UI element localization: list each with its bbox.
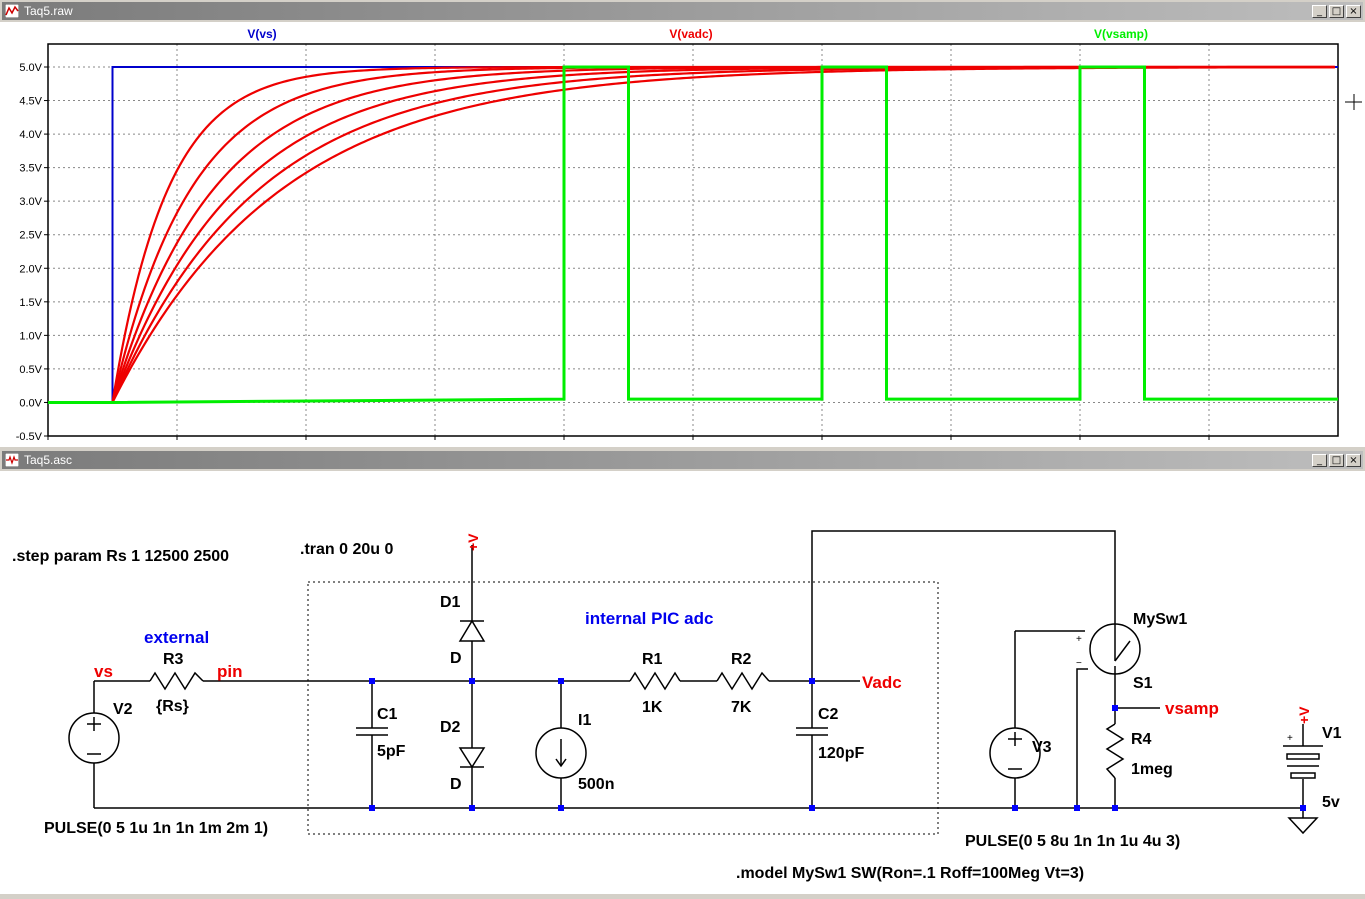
trace-vsamp — [48, 65, 1338, 404]
y-tick-label: 1.0V — [19, 330, 42, 342]
trace-vadc — [48, 65, 1335, 404]
minimize-button[interactable]: _ — [1312, 5, 1327, 18]
ground-symbol — [1287, 817, 1319, 835]
s1-name[interactable]: S1 — [1133, 675, 1153, 692]
close-button[interactable]: × — [1346, 454, 1361, 467]
y-tick-label: 3.0V — [19, 196, 42, 208]
maximize-button[interactable]: □ — [1329, 454, 1344, 467]
y-tick-label: 2.5V — [19, 230, 42, 242]
waveform-window-titlebar[interactable]: Taq5.raw _ □ × — [2, 2, 1363, 20]
trace-vadc — [48, 65, 1335, 404]
y-tick-label: -0.5V — [16, 431, 43, 443]
d2-name[interactable]: D2 — [440, 719, 461, 736]
r3-name[interactable]: R3 — [163, 651, 184, 668]
minimize-button[interactable]: _ — [1312, 454, 1327, 467]
switch-plus-mark: + — [1076, 634, 1082, 645]
waveform-chart[interactable]: -0.5V 0.0V 0.5V 1.0V 1.5V 2.0V 2.5V 3.0V 3.5V 4.0… — [0, 22, 1365, 461]
v3-name[interactable]: V3 — [1032, 739, 1052, 756]
schematic-drawing[interactable]: + − + +V +V — [0, 471, 1365, 894]
c1-name[interactable]: C1 — [377, 706, 398, 723]
r4-name[interactable]: R4 — [1131, 731, 1152, 748]
s1-model[interactable]: MySw1 — [1133, 611, 1187, 628]
schematic-window-title: Taq5.asc — [24, 453, 73, 467]
v1-value[interactable]: 5v — [1322, 794, 1340, 811]
r3-value[interactable]: {Rs} — [156, 698, 189, 715]
r1-name[interactable]: R1 — [642, 651, 663, 668]
legend-vvadc: V(vadc) — [669, 27, 712, 41]
model-directive[interactable]: .model MySw1 SW(Ron=.1 Roff=100Meg Vt=3) — [736, 865, 1084, 882]
schematic-canvas[interactable]: + − + +V +V — [0, 471, 1365, 894]
r4-value[interactable]: 1meg — [1131, 761, 1173, 778]
v2-name[interactable]: V2 — [113, 701, 133, 718]
internal-adc-comment[interactable]: internal PIC adc — [585, 609, 713, 628]
d1-name[interactable]: D1 — [440, 594, 461, 611]
resistor-r3-symbol — [149, 671, 204, 691]
schematic-app-icon — [5, 453, 19, 467]
c2-name[interactable]: C2 — [818, 706, 839, 723]
net-label-pin[interactable]: pin — [217, 662, 243, 681]
resistor-r1-symbol — [629, 671, 681, 691]
y-tick-label: 2.0V — [19, 263, 42, 275]
wires — [93, 530, 1304, 818]
supply-flag-v1: +V — [1296, 706, 1312, 724]
c2-value[interactable]: 120pF — [818, 745, 864, 762]
y-tick-label: 3.5V — [19, 163, 42, 175]
v3-value[interactable]: PULSE(0 5 8u 1n 1n 1u 4u 3) — [965, 833, 1180, 850]
y-tick-labels: -0.5V 0.0V 0.5V 1.0V 1.5V 2.0V 2.5V 3.0V 3.5V 4.0… — [16, 62, 43, 443]
d2-value[interactable]: D — [450, 776, 462, 793]
trace-vadc — [48, 66, 1335, 404]
resistor-r4-symbol — [1105, 723, 1125, 779]
y-tick-label: 5.0V — [19, 62, 42, 74]
external-comment[interactable]: external — [144, 628, 209, 647]
switch-minus-mark: − — [1076, 658, 1082, 669]
trace-vadc — [48, 65, 1335, 404]
v2-value[interactable]: PULSE(0 5 1u 1n 1n 1m 2m 1) — [44, 820, 268, 837]
c1-value[interactable]: 5pF — [377, 743, 406, 760]
resistor-r2-symbol — [716, 671, 770, 691]
y-tick-label: 0.5V — [19, 364, 42, 376]
net-label-vsamp[interactable]: vsamp — [1165, 699, 1219, 718]
step-directive[interactable]: .step param Rs 1 12500 2500 — [12, 548, 229, 565]
i1-name[interactable]: I1 — [578, 712, 591, 729]
close-button[interactable]: × — [1346, 5, 1361, 18]
trace-legend: V(vs) V(vadc) V(vsamp) — [247, 27, 1148, 41]
maximize-button[interactable]: □ — [1329, 5, 1344, 18]
current-source-i1-symbol — [535, 727, 587, 779]
tran-directive[interactable]: .tran 0 20u 0 — [300, 541, 393, 558]
net-label-vadc[interactable]: Vadc — [862, 673, 902, 692]
waveform-window-title: Taq5.raw — [24, 4, 73, 18]
y-tick-label: 1.5V — [19, 297, 42, 309]
internal-adc-boundary — [307, 581, 939, 835]
y-tick-label: 0.0V — [19, 397, 42, 409]
supply-flag-d1: +V — [465, 533, 481, 551]
net-label-vs[interactable]: vs — [94, 662, 113, 681]
diode-d1-symbol — [458, 619, 486, 642]
v1-name[interactable]: V1 — [1322, 725, 1342, 742]
r2-name[interactable]: R2 — [731, 651, 752, 668]
y-tick-label: 4.5V — [19, 96, 42, 108]
plot-frame — [47, 43, 1339, 437]
trace-vadc — [48, 65, 1335, 404]
d1-value[interactable]: D — [450, 650, 462, 667]
trace-vadc — [48, 65, 1335, 404]
legend-vvs: V(vs) — [247, 27, 276, 41]
voltage-source-v2-symbol — [68, 712, 120, 764]
i1-value[interactable]: 500n — [578, 776, 614, 793]
voltage-source-v3-symbol — [989, 727, 1041, 779]
schematic-window: Taq5.asc _ □ × — [0, 449, 1365, 894]
trace-lines — [48, 65, 1338, 404]
battery-plus-mark: + — [1287, 733, 1293, 744]
waveform-app-icon — [5, 4, 19, 18]
waveform-plot-pane[interactable]: -0.5V 0.0V 0.5V 1.0V 1.5V 2.0V 2.5V 3.0V 3.5V 4.0… — [0, 22, 1365, 461]
diode-d2-symbol — [458, 747, 486, 769]
r2-value[interactable]: 7K — [731, 699, 752, 716]
legend-vvsamp: V(vsamp) — [1094, 27, 1148, 41]
battery-v1-symbol — [1286, 753, 1320, 760]
y-tick-label: 4.0V — [19, 129, 42, 141]
waveform-window: Taq5.raw _ □ × -0.5V 0.0V 0.5V 1.0V 1.5V 2.0V… — [0, 0, 1365, 461]
schematic-window-titlebar[interactable]: Taq5.asc _ □ × — [2, 451, 1363, 469]
r1-value[interactable]: 1K — [642, 699, 663, 716]
